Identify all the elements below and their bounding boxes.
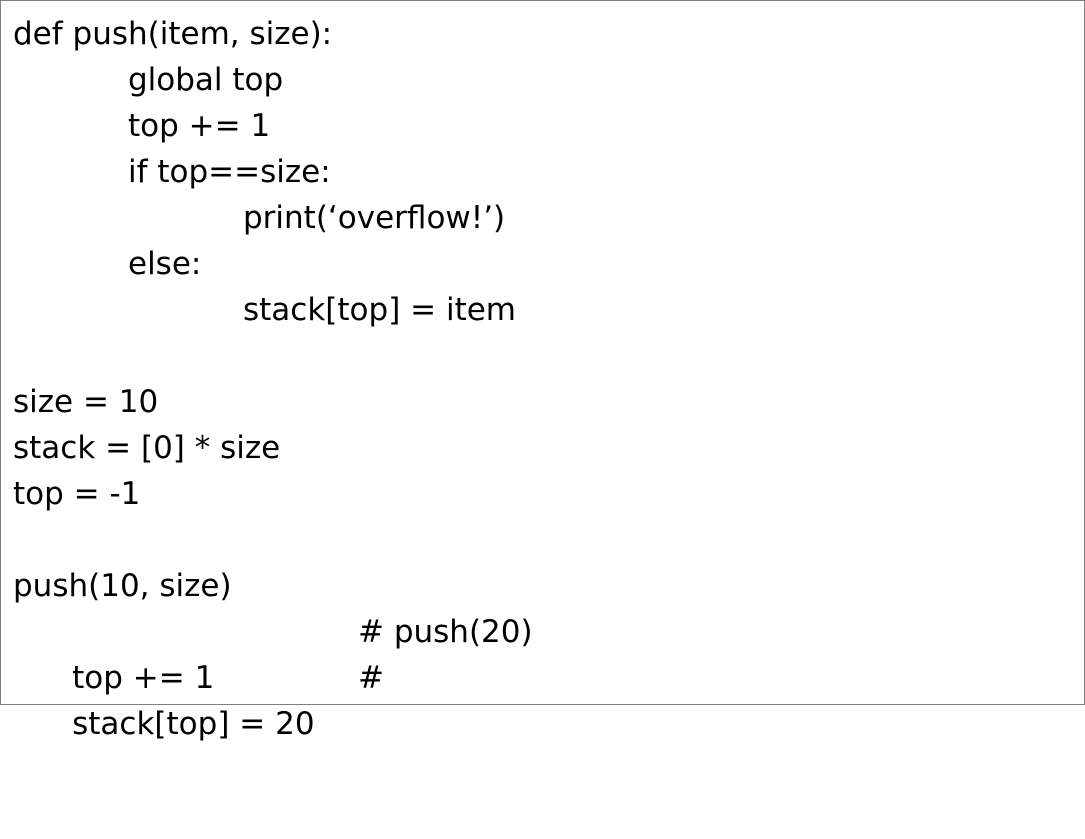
code-line-increment-top: top += 1 — [128, 108, 271, 144]
code-line-blank — [13, 517, 516, 563]
code-line-manual-assign: stack[top] = 20 # — [13, 655, 516, 742]
code-text: stack[top] = 20 — [72, 706, 315, 742]
code-text: top += 1 — [72, 660, 215, 696]
code-comment-hash: # — [358, 660, 384, 696]
code-line-blank — [13, 333, 516, 379]
code-line-top-init: top = -1 — [13, 476, 141, 512]
code-line-print-overflow: print(‘overflow!’) — [243, 200, 506, 236]
code-line-global-top: global top — [128, 62, 284, 98]
code-line-size: size = 10 — [13, 384, 159, 420]
code-line-def-push: def push(item, size): — [13, 16, 333, 52]
code-line-push-call: push(10, size) — [13, 568, 232, 604]
code-line-manual-increment: top += 1 # push(20) — [13, 609, 532, 696]
code-line-stack-init: stack = [0] * size — [13, 430, 281, 466]
code-line-assign-item: stack[top] = item — [243, 292, 517, 328]
code-line-else: else: — [128, 246, 202, 282]
code-comment-push-20: # push(20) — [358, 614, 533, 650]
code-line-if-overflow: if top==size: — [128, 154, 331, 190]
code-snippet-frame: def push(item, size): global top top += … — [0, 0, 1085, 742]
code-block: def push(item, size): global top top += … — [13, 11, 533, 742]
